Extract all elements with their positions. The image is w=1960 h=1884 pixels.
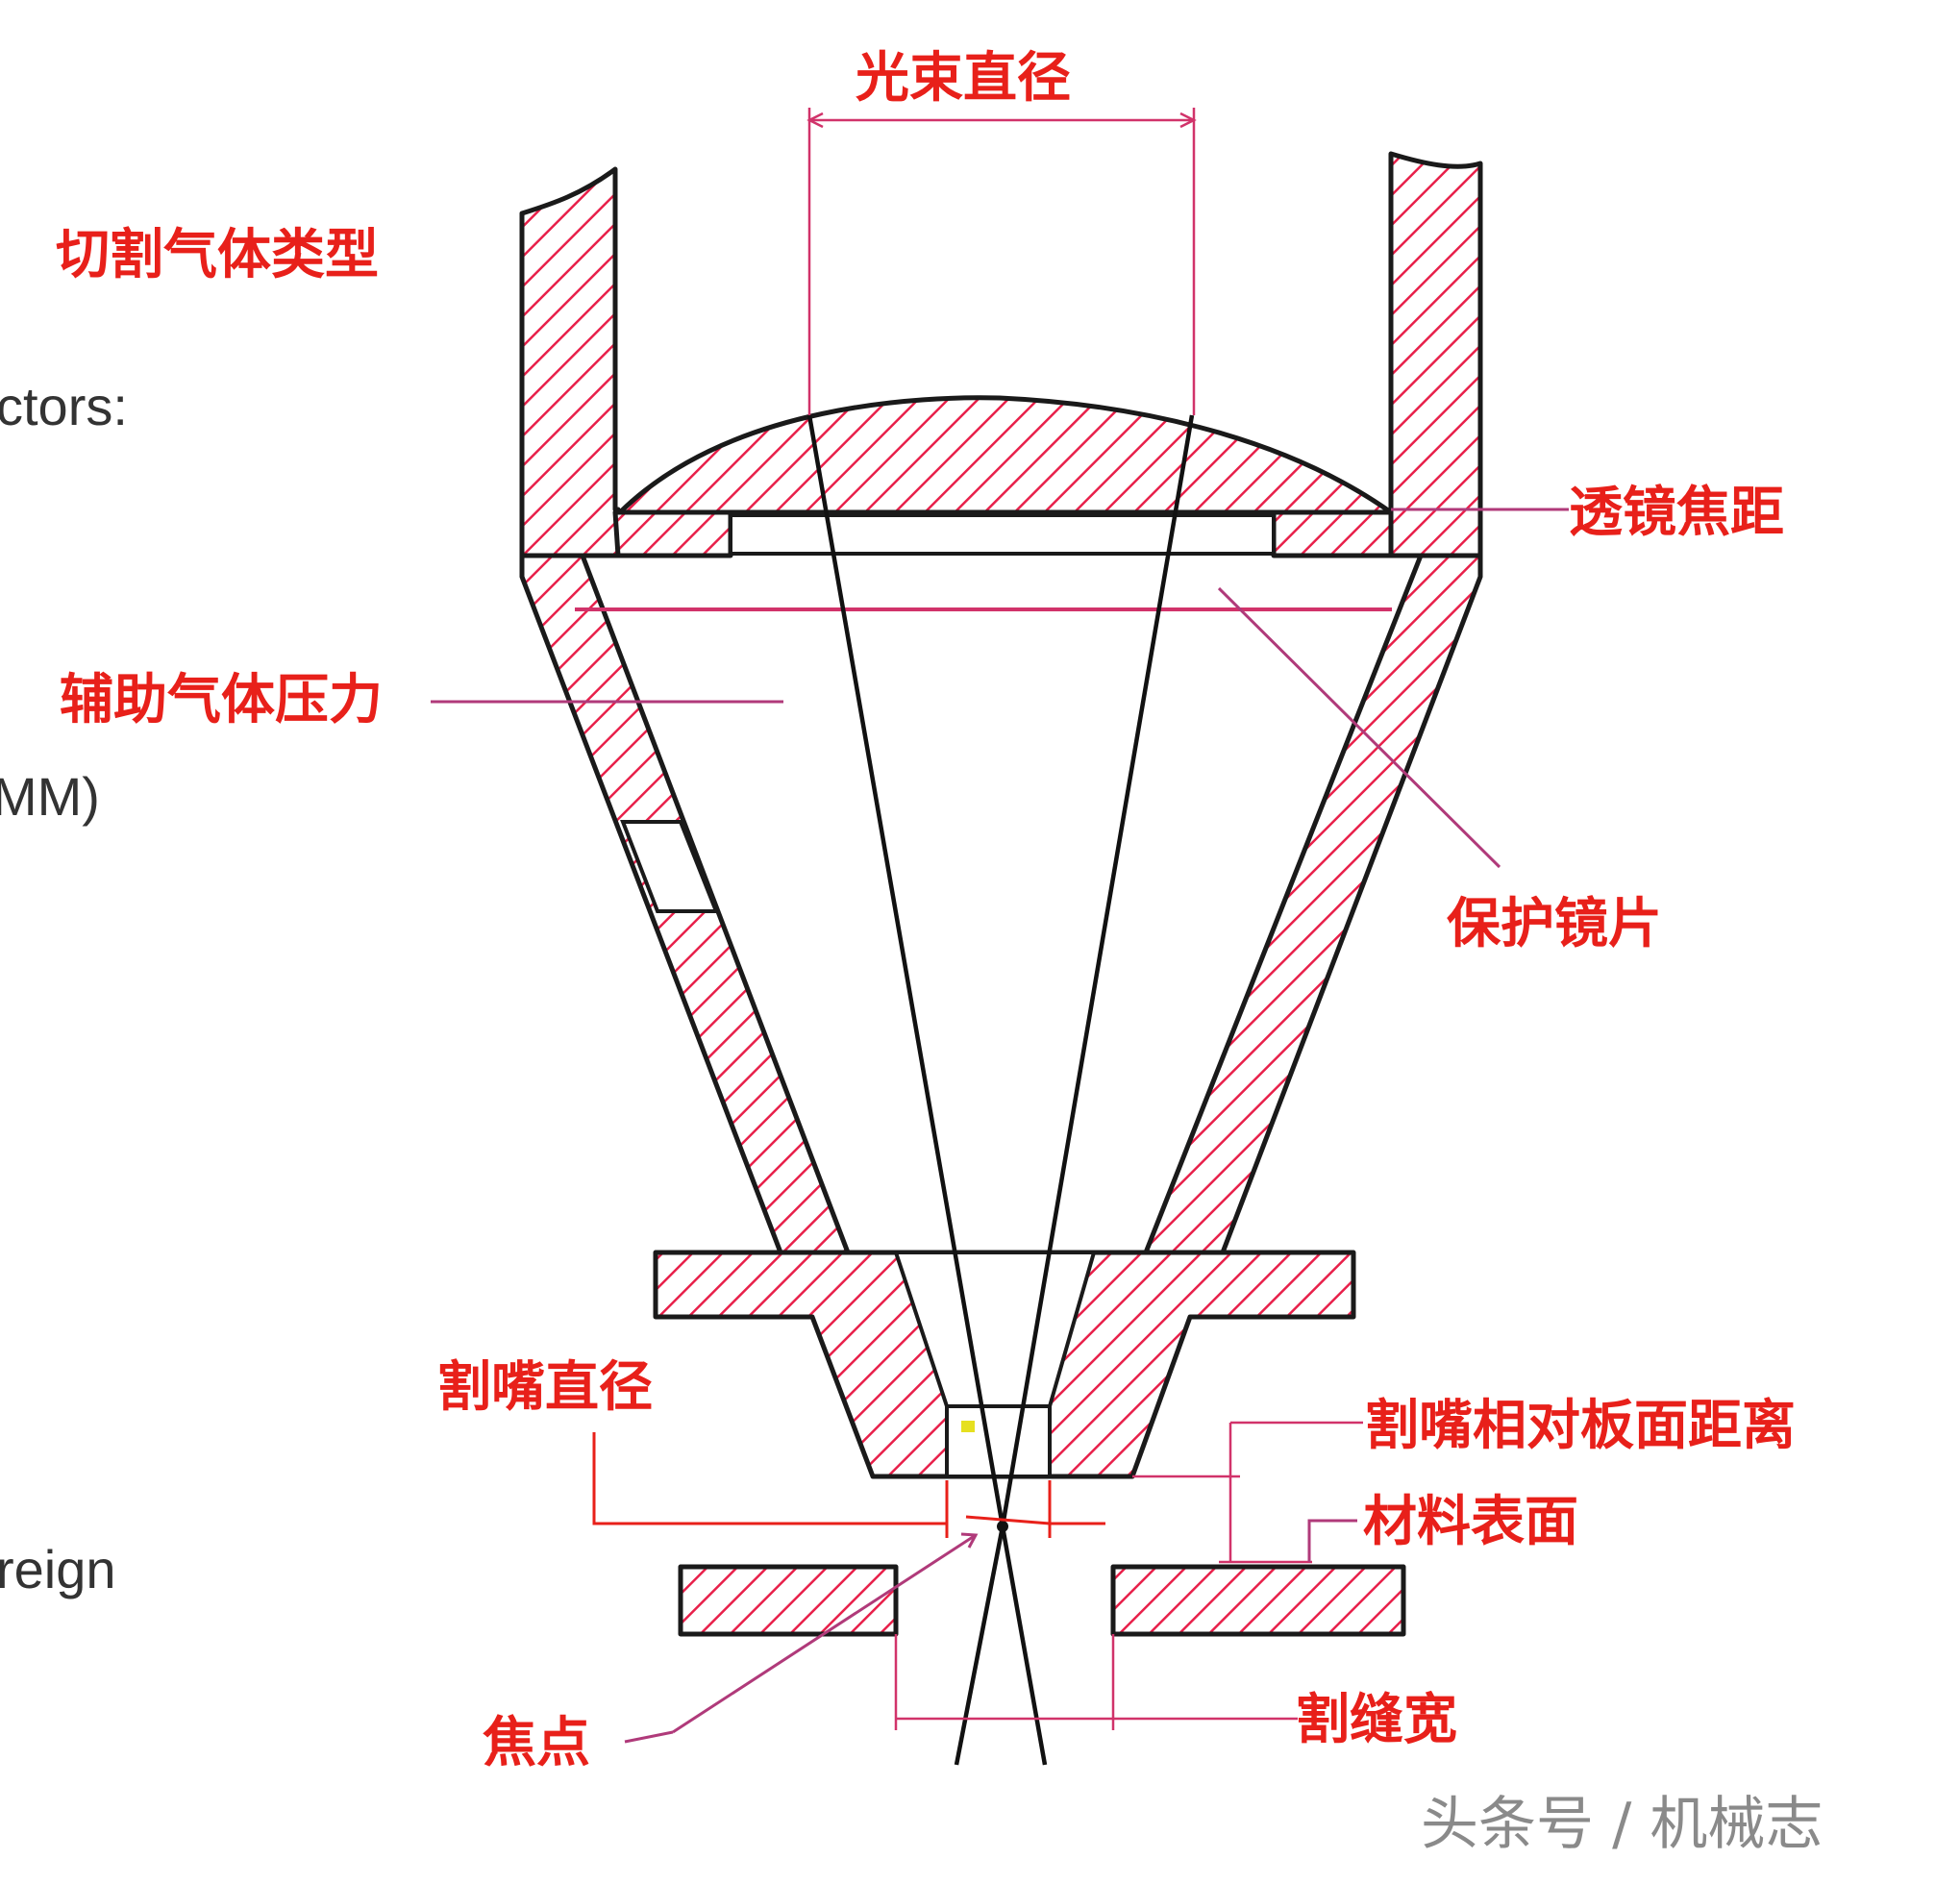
lens-seat-right: [1271, 509, 1394, 558]
material-surface-leader: [1307, 1519, 1357, 1562]
lens-gap: [729, 513, 1276, 556]
focus-dot: [997, 1521, 1008, 1532]
right-tube-wall: [1388, 151, 1483, 558]
label-cutting-gas-type: 切割气体类型: [56, 224, 379, 286]
workpiece-right: [1110, 1564, 1406, 1637]
beam-dim-arrow-left: [806, 112, 824, 129]
label-assist-gas-pressure: 辅助气体压力: [60, 669, 383, 731]
label-protective-lens: 保护镜片: [1447, 893, 1662, 955]
label-nozzle-diameter: 割嘴直径: [437, 1356, 653, 1419]
focus-leader-1: [624, 1730, 674, 1744]
watermark: 头条号 / 机械志: [1421, 1791, 1823, 1858]
right-cone-wall: [1143, 553, 1483, 1255]
beam-diverge-left: [954, 1525, 1005, 1766]
workpiece-left: [678, 1564, 899, 1637]
focusing-lens: [617, 395, 1394, 515]
beam-dim-arrow-right: [1179, 112, 1197, 129]
label-focus-point: 焦点: [483, 1712, 590, 1774]
label-nozzle-to-plate-distance: 割嘴相对板面距离: [1365, 1395, 1796, 1457]
focus-leader-2: [672, 1533, 977, 1734]
label-lens-focal-length: 透镜焦距: [1569, 482, 1784, 544]
background-text-2: MM): [0, 766, 100, 827]
nozzle-tip-bore: [945, 1404, 1052, 1478]
focus-leader-arrow: [960, 1532, 979, 1549]
beam-left-edge: [806, 414, 1005, 1527]
nozzle-tip-mark: [961, 1421, 975, 1432]
label-material-surface: 材料表面: [1363, 1491, 1578, 1553]
nozzle-dim-leader: [592, 1432, 947, 1525]
label-kerf-width: 割缝宽: [1296, 1689, 1457, 1751]
gas-inlet-port: [620, 820, 719, 913]
background-text-3: reign: [0, 1539, 116, 1599]
protective-lens-leader: [1217, 586, 1501, 869]
nozzle-dim-inner: [965, 1515, 1051, 1525]
beam-diverge-right: [1000, 1525, 1048, 1766]
background-text-1: ctors:: [0, 376, 128, 436]
lens-seat-left: [612, 509, 733, 558]
label-beam-diameter: 光束直径: [856, 47, 1071, 110]
left-tube-wall: [519, 166, 621, 558]
beam-right-edge: [1000, 414, 1195, 1527]
